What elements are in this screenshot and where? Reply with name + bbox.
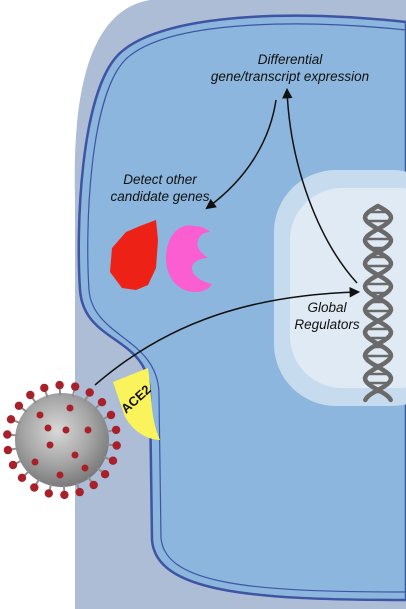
virus-spike	[111, 425, 121, 435]
virus-surface-protein	[56, 471, 64, 479]
virus-surface-protein	[84, 426, 92, 434]
virus-surface-protein	[66, 404, 74, 412]
virus-surface-protein	[81, 464, 89, 472]
virus-spike	[112, 441, 121, 450]
virus-surface-protein	[36, 411, 44, 419]
virus-spike	[108, 456, 118, 465]
virus-spike	[3, 445, 13, 455]
virus-surface-protein	[44, 424, 52, 432]
label-detect-candidates: Detect other candidate genes	[104, 172, 216, 206]
virus-spike	[97, 398, 107, 407]
virus-spike	[44, 489, 53, 498]
pink-protein-icon	[166, 225, 212, 292]
label-detect-line2: candidate genes	[110, 188, 210, 204]
ace2-receptor	[113, 368, 160, 440]
cell-membrane-inner	[87, 23, 406, 593]
virus-spike	[60, 490, 69, 500]
label-global-line2: Regulators	[294, 316, 360, 332]
virus-surface-protein	[71, 451, 79, 459]
virus-spike	[89, 480, 98, 490]
virus-surface-protein	[62, 426, 70, 434]
virus-spike	[3, 430, 12, 439]
virus-spike	[100, 470, 110, 479]
label-global-line1: Global	[307, 300, 347, 315]
virus-spike	[85, 388, 94, 397]
virus-surface-protein	[31, 458, 39, 466]
label-differential-expression: Differential gene/transcript expression	[196, 52, 384, 86]
virus-icon	[3, 380, 121, 500]
label-differential-line2: gene/transcript expression	[210, 68, 370, 84]
virus-spike	[40, 383, 49, 393]
arrow-virus-to-regulators	[94, 286, 361, 386]
red-protein-icon	[110, 220, 158, 290]
label-differential-line1: Differential	[257, 52, 323, 67]
label-detect-line1: Detect other	[123, 172, 197, 187]
arrow-regulators-to-expression	[282, 87, 358, 284]
arrow-expression-to-candidates	[205, 99, 277, 210]
virus-spike	[6, 415, 16, 424]
virus-spike	[26, 390, 35, 400]
virus-spike	[106, 410, 116, 420]
virus-spike	[17, 473, 27, 482]
virus-spike	[55, 380, 64, 390]
virus-spike	[30, 483, 39, 492]
dna-helix-icon	[362, 203, 394, 403]
virus-spike	[71, 382, 80, 391]
virus-surface-protein	[46, 441, 54, 449]
virus-spike	[14, 401, 24, 410]
label-global-regulators: Global Regulators	[286, 300, 368, 334]
virus-spike	[8, 460, 18, 470]
virus-spike	[75, 487, 84, 497]
